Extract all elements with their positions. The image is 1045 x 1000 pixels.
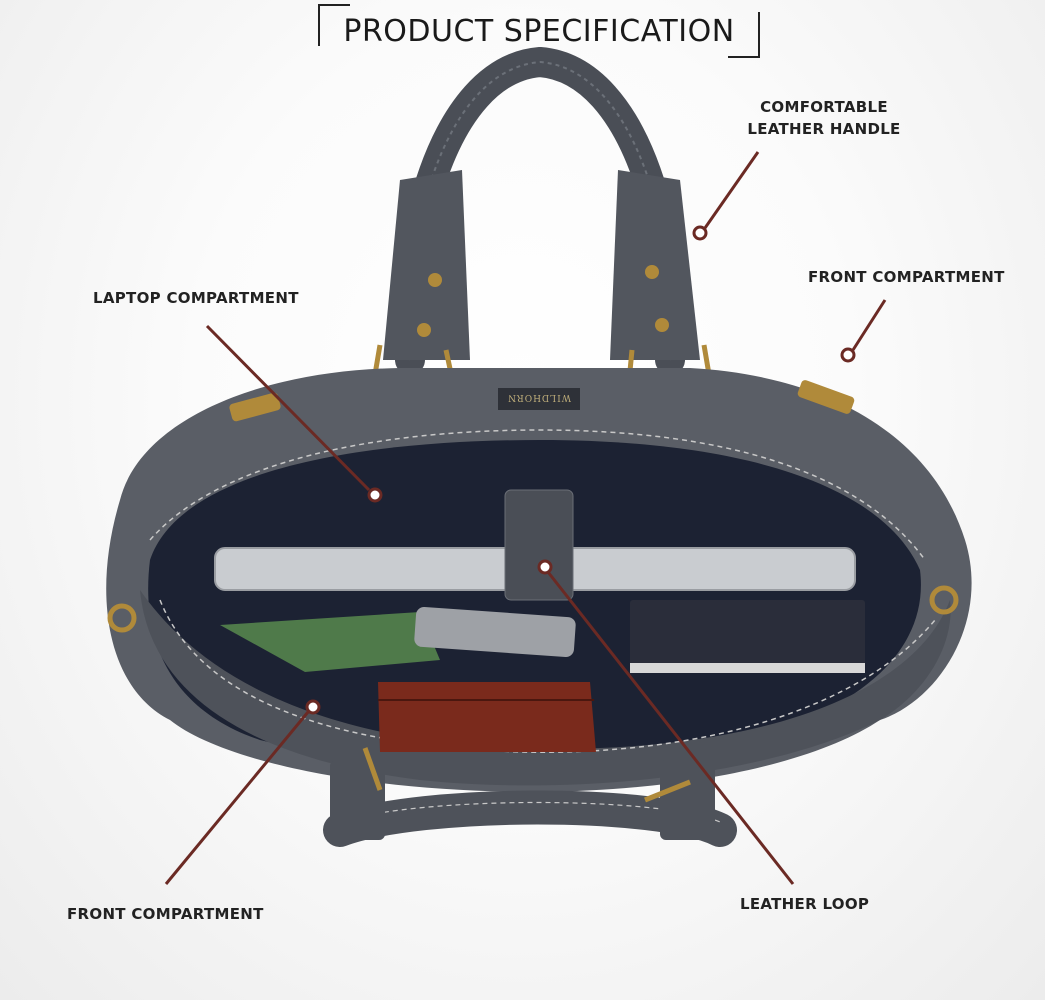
- loop-callout-dot: [537, 559, 553, 575]
- title-bracket-top-left: [318, 4, 350, 46]
- bag-body: [106, 368, 972, 792]
- callout-laptop-compartment: LAPTOP COMPARTMENT: [93, 289, 299, 307]
- front-top-callout-dot: [840, 347, 856, 363]
- callout-front-compartment-top: FRONT COMPARTMENT: [808, 268, 1005, 286]
- leader-lines: [164, 151, 887, 885]
- callout-front-compartment-bottom: FRONT COMPARTMENT: [67, 905, 264, 923]
- handle-callout-dot: [692, 225, 708, 241]
- page-title: PRODUCT SPECIFICATION: [343, 14, 735, 49]
- front-bottom-callout-dot: [305, 699, 321, 715]
- callout-handle-line1: COMFORTABLE: [760, 98, 888, 116]
- callout-leather-loop: LEATHER LOOP: [740, 895, 870, 913]
- top-handle: [369, 46, 715, 395]
- title-bracket-bottom-right: [728, 12, 760, 58]
- laptop-callout-dot: [367, 487, 383, 503]
- brand-tag: WILDHORN: [507, 392, 571, 402]
- callout-handle: COMFORTABLE LEATHER HANDLE: [745, 96, 903, 140]
- front-handle: [323, 747, 737, 847]
- callout-handle-line2: LEATHER HANDLE: [747, 120, 901, 138]
- title-frame: PRODUCT SPECIFICATION: [318, 4, 760, 58]
